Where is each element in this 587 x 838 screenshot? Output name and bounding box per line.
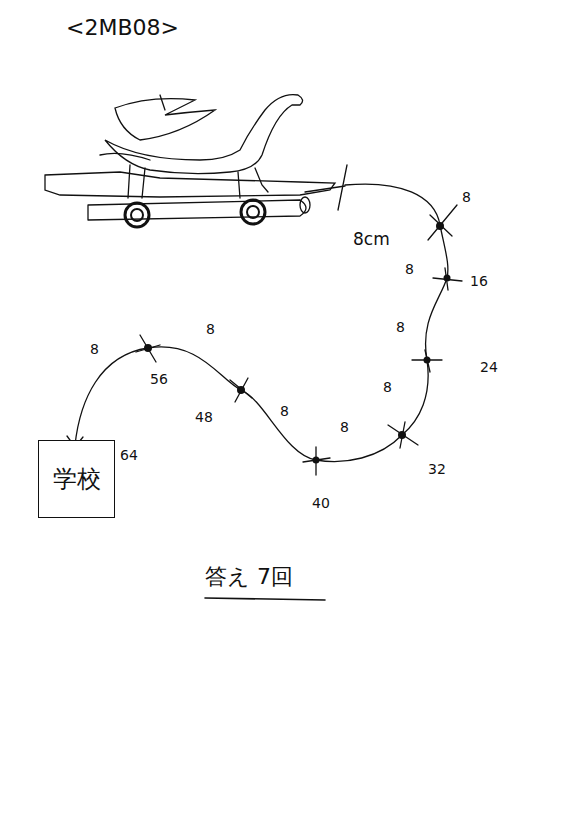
distance-number: 16 (470, 274, 488, 289)
board (45, 172, 335, 197)
wheel (247, 206, 259, 218)
answer-underline (205, 598, 325, 600)
tick-marks (136, 205, 462, 475)
distance-number: 56 (150, 372, 168, 387)
wheel (125, 203, 149, 227)
bird-wing (115, 99, 215, 140)
answer: 答え 7回 (205, 565, 293, 589)
segment-length: 8 (405, 262, 414, 277)
school-box: 学校 (38, 440, 115, 518)
dimension: 8cm (353, 230, 390, 249)
bird-body (105, 95, 303, 174)
distance-number: 8 (462, 190, 471, 205)
segment-length: 8 (280, 404, 289, 419)
distance-number: 32 (428, 462, 446, 477)
start-tick (338, 165, 347, 210)
wheel (131, 209, 143, 221)
log-end (300, 197, 310, 213)
start-line (305, 186, 345, 192)
segment-length: 8 (396, 320, 405, 335)
distance-number: 40 (312, 496, 330, 511)
wheel (241, 200, 265, 224)
segment-length: 8 (340, 420, 349, 435)
bird-legs (100, 95, 268, 198)
segment-length: 8 (90, 342, 99, 357)
log (88, 200, 306, 220)
segment-length: 8 (383, 380, 392, 395)
segment-length: 8 (206, 322, 215, 337)
header-code: <2MB08> (66, 16, 179, 40)
dots (144, 222, 451, 464)
distance-number: 24 (480, 360, 498, 375)
distance-number: 64 (120, 448, 138, 463)
box-text: 学校 (53, 463, 101, 495)
route (75, 184, 448, 461)
distance-number: 48 (195, 410, 213, 425)
